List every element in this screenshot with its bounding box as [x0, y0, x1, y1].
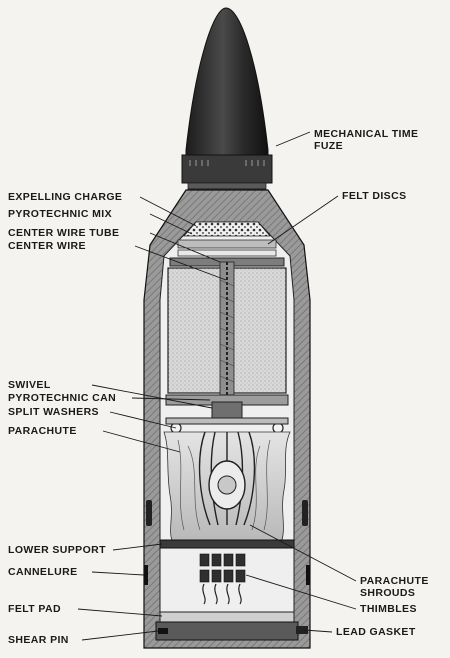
- felt-discs: [177, 239, 277, 249]
- base-plate: [155, 621, 299, 641]
- fuze-time-ring: [181, 154, 273, 184]
- label-felt-pad: FELT PAD: [8, 603, 61, 615]
- label-swivel: SWIVEL: [8, 379, 51, 391]
- felt-pad: [159, 611, 295, 623]
- expelling-charge: [183, 221, 271, 237]
- lead-gasket: [296, 626, 308, 634]
- label-center-wire-tube: CENTER WIRE TUBE: [8, 227, 120, 239]
- shear-pin: [158, 628, 168, 634]
- lower-support: [159, 539, 295, 549]
- label-parachute: PARACHUTE: [8, 425, 77, 437]
- cannelure: [144, 565, 148, 585]
- label-cannelure: CANNELURE: [8, 566, 78, 578]
- label-felt-discs: FELT DISCS: [342, 190, 407, 202]
- label-pyrotechnic-mix: PYROTECHNIC MIX: [8, 208, 113, 220]
- label-parachute-shrouds: PARACHUTE SHROUDS: [360, 575, 429, 599]
- thimbles: [199, 553, 246, 583]
- fuze-ogive: [185, 7, 269, 163]
- label-split-washers: SPLIT WASHERS: [8, 406, 99, 418]
- swivel: [211, 401, 243, 421]
- label-shear-pin: SHEAR PIN: [8, 634, 69, 646]
- label-lead-gasket: LEAD GASKET: [336, 626, 416, 638]
- label-mechanical-time-fuze: MECHANICAL TIME FUZE: [314, 128, 419, 152]
- label-expelling-charge: EXPELLING CHARGE: [8, 191, 123, 203]
- label-pyrotechnic-can: PYROTECHNIC CAN: [8, 392, 117, 404]
- label-thimbles: THIMBLES: [360, 603, 417, 615]
- leader-lines: [77, 131, 357, 641]
- label-center-wire: CENTER WIRE: [8, 240, 86, 252]
- label-lower-support: LOWER SUPPORT: [8, 544, 106, 556]
